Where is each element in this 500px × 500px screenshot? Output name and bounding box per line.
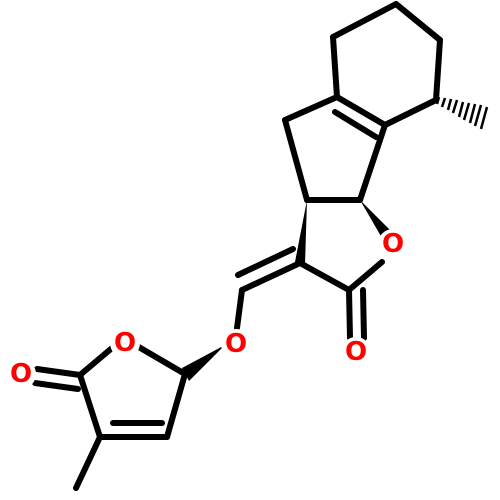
oxygen-lactone-ring: O: [382, 229, 404, 259]
bond-c1-c2: [330, 1, 399, 40]
bond-c6-c1: [330, 34, 340, 100]
bond-carbonyl2-a: [34, 366, 83, 378]
bond-c3-c4: [433, 37, 443, 103]
bond-c4p-c5p: [164, 371, 188, 440]
oxygen-butenolide-carbonyl: O: [10, 359, 32, 389]
bond-c10-o-ring: [346, 259, 385, 293]
wedge-bond-c8: [360, 200, 391, 238]
oxygen-butenolide-ring: O: [114, 328, 136, 358]
bond-carbonyl-b: [360, 287, 367, 341]
oxygen-labels: O O O O O: [6, 229, 408, 389]
bond-c5-c6-double-a: [334, 94, 388, 128]
bond-c5-c6-double-b: [332, 109, 379, 140]
cyclohexene-ring: [330, 1, 443, 140]
oxygen-lactone-carbonyl: O: [345, 337, 367, 367]
bond-carbonyl2-b: [32, 380, 81, 392]
butenolide-ring: [32, 343, 188, 491]
enol-ether-linker: [182, 246, 303, 381]
oxygen-ether: O: [225, 329, 247, 359]
bond-c2-c3: [393, 1, 443, 43]
bond-c4-c5: [382, 97, 439, 128]
bond-ch2-c7: [282, 117, 310, 203]
wedge-bond-butenolide: [182, 345, 225, 381]
cyclopentane-ring: [282, 94, 388, 203]
bond-c9-c10: [297, 260, 352, 293]
bond-c4p-o1p: [134, 343, 188, 377]
bond-methyl: [73, 434, 103, 491]
bond-carbonyl-a: [346, 287, 353, 341]
bond-c2p-c3p: [77, 372, 103, 440]
bond-exo-double-b: [235, 246, 296, 278]
bond-o1p-c2p: [77, 345, 115, 378]
lactone-ring: [295, 200, 391, 341]
bond-c6-ch2: [282, 94, 340, 123]
bond-c8-c5: [357, 122, 388, 203]
hashed-methyl-bond: [435, 96, 489, 130]
bond-exo-double-a: [239, 260, 303, 293]
wedge-bond-c7: [295, 200, 307, 264]
bond-ch-o: [234, 287, 245, 331]
